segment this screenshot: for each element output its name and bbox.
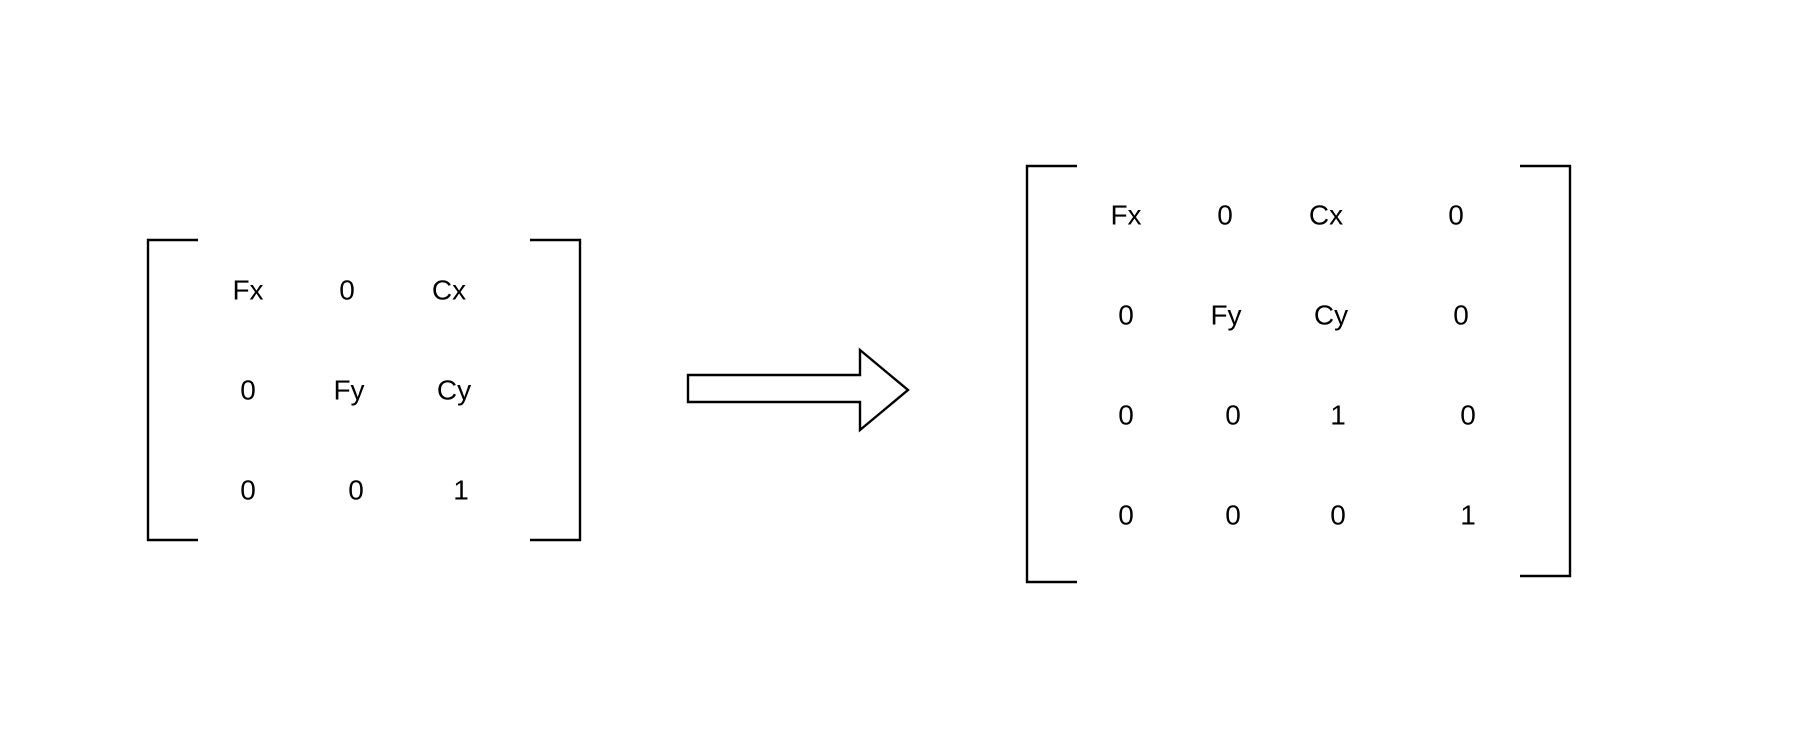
source-cell-r1-c0: 0 [240, 375, 256, 406]
target-cell-r1-c0: 0 [1118, 300, 1134, 331]
target-cell-r1-c1: Fy [1210, 300, 1241, 331]
target-cell-r2-c2: 1 [1330, 400, 1346, 431]
target-cell-r3-c1: 0 [1225, 500, 1241, 531]
source-cell-r0-c2: Cx [432, 275, 466, 306]
target-matrix-right-bracket [1520, 164, 1572, 578]
source-cell-r0-c0: Fx [232, 275, 263, 306]
source-cell-r2-c0: 0 [240, 475, 256, 506]
target-cell-r2-c0: 0 [1118, 400, 1134, 431]
target-cell-r2-c3: 0 [1460, 400, 1476, 431]
target-cell-r1-c3: 0 [1453, 300, 1469, 331]
target-cell-r0-c1: 0 [1217, 200, 1233, 231]
target-cell-r3-c3: 1 [1460, 500, 1476, 531]
source-cell-r0-c1: 0 [339, 275, 355, 306]
target-cell-r3-c0: 0 [1118, 500, 1134, 531]
source-cell-r1-c1: Fy [333, 375, 364, 406]
target-cell-r3-c2: 0 [1330, 500, 1346, 531]
target-cell-r0-c2: Cx [1309, 200, 1343, 231]
source-cell-r2-c2: 1 [453, 475, 469, 506]
right-arrow-icon [686, 347, 910, 433]
target-cell-r1-c2: Cy [1314, 300, 1348, 331]
source-cell-r1-c2: Cy [437, 375, 471, 406]
source-matrix-left-bracket [146, 238, 198, 542]
source-matrix: Fx 0 Cx 0 Fy Cy 0 0 1 [146, 238, 582, 542]
target-matrix: Fx 0 Cx 0 0 Fy Cy 0 0 0 1 0 0 0 0 1 [1025, 164, 1572, 584]
source-matrix-right-bracket [530, 238, 582, 542]
target-cell-r0-c0: Fx [1110, 200, 1141, 231]
target-matrix-left-bracket [1025, 164, 1077, 584]
target-cell-r2-c1: 0 [1225, 400, 1241, 431]
target-cell-r0-c3: 0 [1448, 200, 1464, 231]
source-cell-r2-c1: 0 [348, 475, 364, 506]
